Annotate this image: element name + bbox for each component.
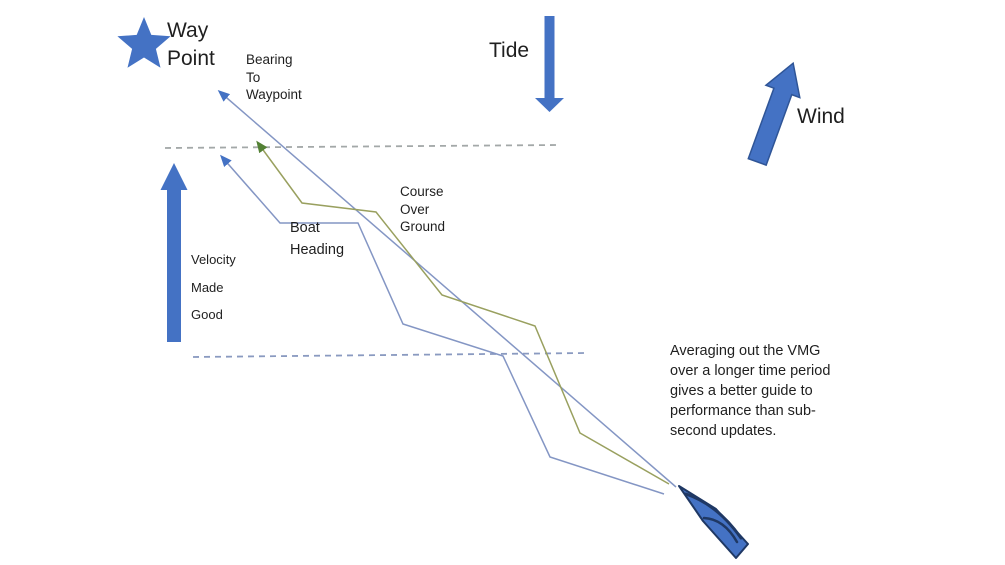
wind-arrow-icon bbox=[747, 61, 801, 167]
wind-label: Wind bbox=[797, 105, 845, 128]
boat-heading-line bbox=[220, 154, 665, 495]
waypoint-label-line2: Point bbox=[167, 47, 215, 70]
cog-label-line1: Course bbox=[400, 184, 444, 199]
waypoint-label: Way Point bbox=[167, 17, 215, 73]
layline-dashed-bottom bbox=[192, 352, 588, 358]
boat-heading-label-line1: Boat bbox=[290, 220, 320, 236]
tide-label: Tide bbox=[489, 39, 530, 62]
cog-label-line3: Ground bbox=[400, 219, 446, 234]
velocity-made-good-label: Velocity Made Good bbox=[191, 246, 236, 329]
waypoint-star-icon bbox=[117, 17, 171, 68]
annotation-line1: Averaging out the VMG bbox=[670, 343, 821, 359]
vmg-label-line1: Velocity bbox=[191, 252, 236, 267]
waypoint-label-line1: Way bbox=[167, 19, 209, 42]
annotation-line3: gives a better guide to bbox=[670, 383, 813, 399]
annotation-line2: over a longer time period bbox=[670, 363, 831, 379]
vmg-label-line3: Good bbox=[191, 307, 223, 322]
bearing-to-waypoint-label: Bearing To Waypoint bbox=[246, 51, 302, 104]
vmg-arrow-icon bbox=[160, 163, 188, 342]
bearing-label-line1: Bearing bbox=[246, 52, 293, 67]
boat-heading-label: Boat Heading bbox=[290, 217, 344, 261]
course-over-ground-line bbox=[256, 140, 670, 485]
boat-heading-label-line2: Heading bbox=[290, 242, 345, 258]
tide-arrow-icon bbox=[535, 16, 564, 112]
bearing-label-line3: Waypoint bbox=[246, 87, 302, 102]
cog-label-line2: Over bbox=[400, 201, 430, 217]
layline-dashed-top bbox=[164, 144, 558, 149]
boat-icon bbox=[678, 485, 749, 559]
annotation-line4: performance than sub- bbox=[670, 403, 816, 419]
boat-sheer-line-2 bbox=[702, 516, 739, 544]
bearing-to-waypoint-line bbox=[217, 90, 677, 488]
bearing-label-line2: To bbox=[246, 69, 261, 85]
annotation-line5: second updates. bbox=[670, 423, 777, 439]
course-over-ground-label: Course Over Ground bbox=[400, 183, 445, 236]
boat-sheer-line bbox=[684, 492, 743, 540]
vmg-annotation: Averaging out the VMG over a longer time… bbox=[670, 341, 830, 441]
vmg-label-line2: Made bbox=[191, 279, 224, 295]
